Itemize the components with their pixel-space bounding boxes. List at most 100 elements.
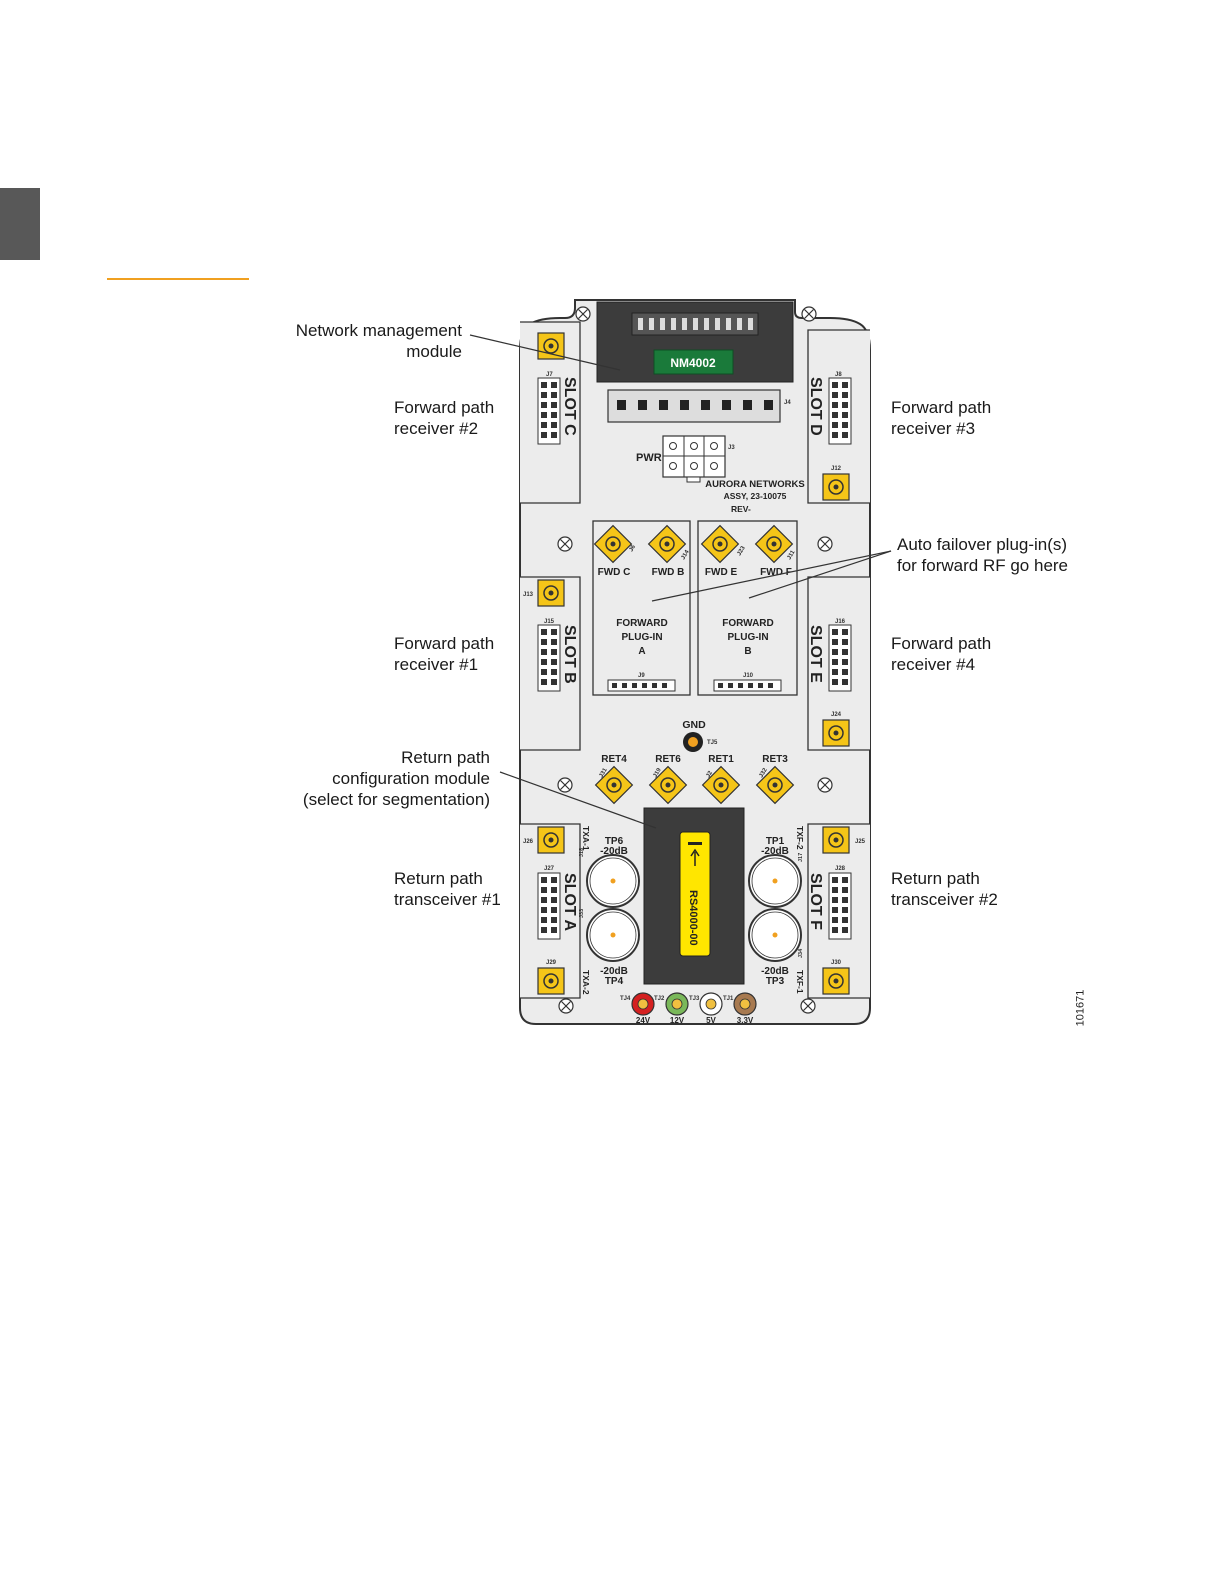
jack-label: J17 <box>798 853 804 862</box>
tp1-level: -20dB <box>761 846 789 857</box>
tp1-label: TP1 <box>766 836 785 847</box>
screw-icon <box>817 536 833 552</box>
screw-icon <box>557 777 573 793</box>
tj-label: TJ3 <box>689 996 700 1002</box>
slot-e-label: SLOT E <box>807 625 824 683</box>
j4-connector <box>607 389 781 423</box>
j9-connector <box>607 679 676 692</box>
jack-label: J14 <box>681 549 692 561</box>
ret-port-label: RET1 <box>708 754 734 765</box>
test-point-pot-icon <box>748 908 802 962</box>
screw-icon <box>800 998 816 1014</box>
jack-label: J16 <box>835 619 846 625</box>
power-test-point-center <box>705 998 717 1010</box>
jack-label: J9 <box>638 673 645 679</box>
header-connector <box>828 377 852 445</box>
plugin-a-label: FORWARD <box>616 618 667 629</box>
callout-ret-transceiver-1: Return path transceiver #1 <box>394 869 501 909</box>
plugin-b-label: B <box>744 646 751 657</box>
sma-connector-icon <box>822 826 850 854</box>
slot-a-label: SLOT A <box>561 873 578 932</box>
jack-label: J12 <box>831 466 842 472</box>
test-point-pot-icon <box>748 854 802 908</box>
power-test-point-center <box>739 998 751 1010</box>
jack-label: J7 <box>546 372 553 378</box>
ret-port-label: RET4 <box>601 754 627 765</box>
txa2-label: TXA-2 <box>581 970 591 995</box>
slot-d-label: SLOT D <box>807 377 824 436</box>
voltage-label: 5V <box>706 1016 716 1025</box>
slot-f-label: SLOT F <box>807 873 824 930</box>
jack-label: J8 <box>835 372 842 378</box>
power-test-point-center <box>637 998 649 1010</box>
jack-label: J11 <box>787 549 797 561</box>
voltage-label: 3.3V <box>737 1016 754 1025</box>
ret-port-label: RET6 <box>655 754 681 765</box>
tj-label: TJ1 <box>723 996 734 1002</box>
j10-connector <box>713 679 782 692</box>
ret-port-label: RET3 <box>762 754 788 765</box>
header-connector <box>537 624 561 692</box>
screw-icon <box>817 777 833 793</box>
jack-label: J13 <box>523 592 534 598</box>
nm-module-label: NM4002 <box>670 356 716 370</box>
screw-icon <box>575 306 591 322</box>
rev-label: REV- <box>731 504 751 514</box>
sma-connector-icon <box>537 826 565 854</box>
tp6-label: TP6 <box>605 836 624 847</box>
sma-connector-icon <box>822 967 850 995</box>
jack-label: J6 <box>629 544 638 553</box>
sma-connector-icon <box>537 579 565 607</box>
jack-label: J26 <box>523 839 534 845</box>
leader-lines <box>469 334 892 829</box>
fwd-port-label: FWD E <box>705 567 738 578</box>
plugin-a-label: PLUG-IN <box>621 632 662 643</box>
callout-auto-failover: Auto failover plug-in(s) for forward RF … <box>897 535 1069 575</box>
jack-label: J27 <box>544 866 555 872</box>
voltage-label: 12V <box>670 1016 685 1025</box>
fwd-port-label: FWD B <box>652 567 685 578</box>
txf2-label: TXF-2 <box>795 826 805 850</box>
jack-label: J19 <box>653 767 664 779</box>
sma-connector-icon <box>822 473 850 501</box>
rs-module-label: RS4000-00 <box>687 890 699 946</box>
jack-label: J23 <box>737 545 748 557</box>
chapter-tab-marker <box>0 188 40 260</box>
gnd-label: GND <box>682 719 706 731</box>
tp4-label: TP4 <box>605 976 624 987</box>
callout-network-management: Network management module <box>295 321 462 361</box>
plugin-a-label: A <box>638 646 645 657</box>
jack-label: J29 <box>546 960 557 966</box>
plugin-b-label: FORWARD <box>722 618 773 629</box>
jack-label: J30 <box>831 960 842 966</box>
tp3-label: TP3 <box>766 976 785 987</box>
jack-label: J25 <box>855 839 866 845</box>
screw-icon <box>557 536 573 552</box>
voltage-label: 24V <box>636 1016 651 1025</box>
fwd-port-label: FWD C <box>598 567 631 578</box>
callout-fwd-receiver-2: Forward path receiver #2 <box>394 398 495 438</box>
maker-label: AURORA NETWORKS <box>705 479 804 490</box>
slot-c-label: SLOT C <box>561 377 578 436</box>
tj-label: TJ4 <box>620 996 631 1002</box>
board-outline <box>519 299 871 1025</box>
callout-return-config: Return path configuration module (select… <box>302 748 490 809</box>
callout-fwd-receiver-3: Forward path receiver #3 <box>891 398 992 438</box>
test-point-pot-icon <box>586 854 640 908</box>
callout-fwd-receiver-1: Forward path receiver #1 <box>394 634 495 674</box>
callout-ret-transceiver-2: Return path transceiver #2 <box>891 869 998 909</box>
jack-label: J2 <box>706 770 715 779</box>
tj-label: TJ2 <box>654 996 665 1002</box>
power-test-point-center <box>671 998 683 1010</box>
assy-label: ASSY, 23-10075 <box>724 491 787 501</box>
jack-label: J24 <box>831 712 842 718</box>
header-connector <box>828 872 852 940</box>
header-connector <box>828 624 852 692</box>
txf1-label: TXF-1 <box>795 970 805 994</box>
sma-connector-icon <box>537 967 565 995</box>
jack-label: J18 <box>579 848 585 857</box>
test-point-pot-icon <box>586 908 640 962</box>
jack-label: J34 <box>798 948 804 958</box>
j3-label: J3 <box>728 445 735 451</box>
